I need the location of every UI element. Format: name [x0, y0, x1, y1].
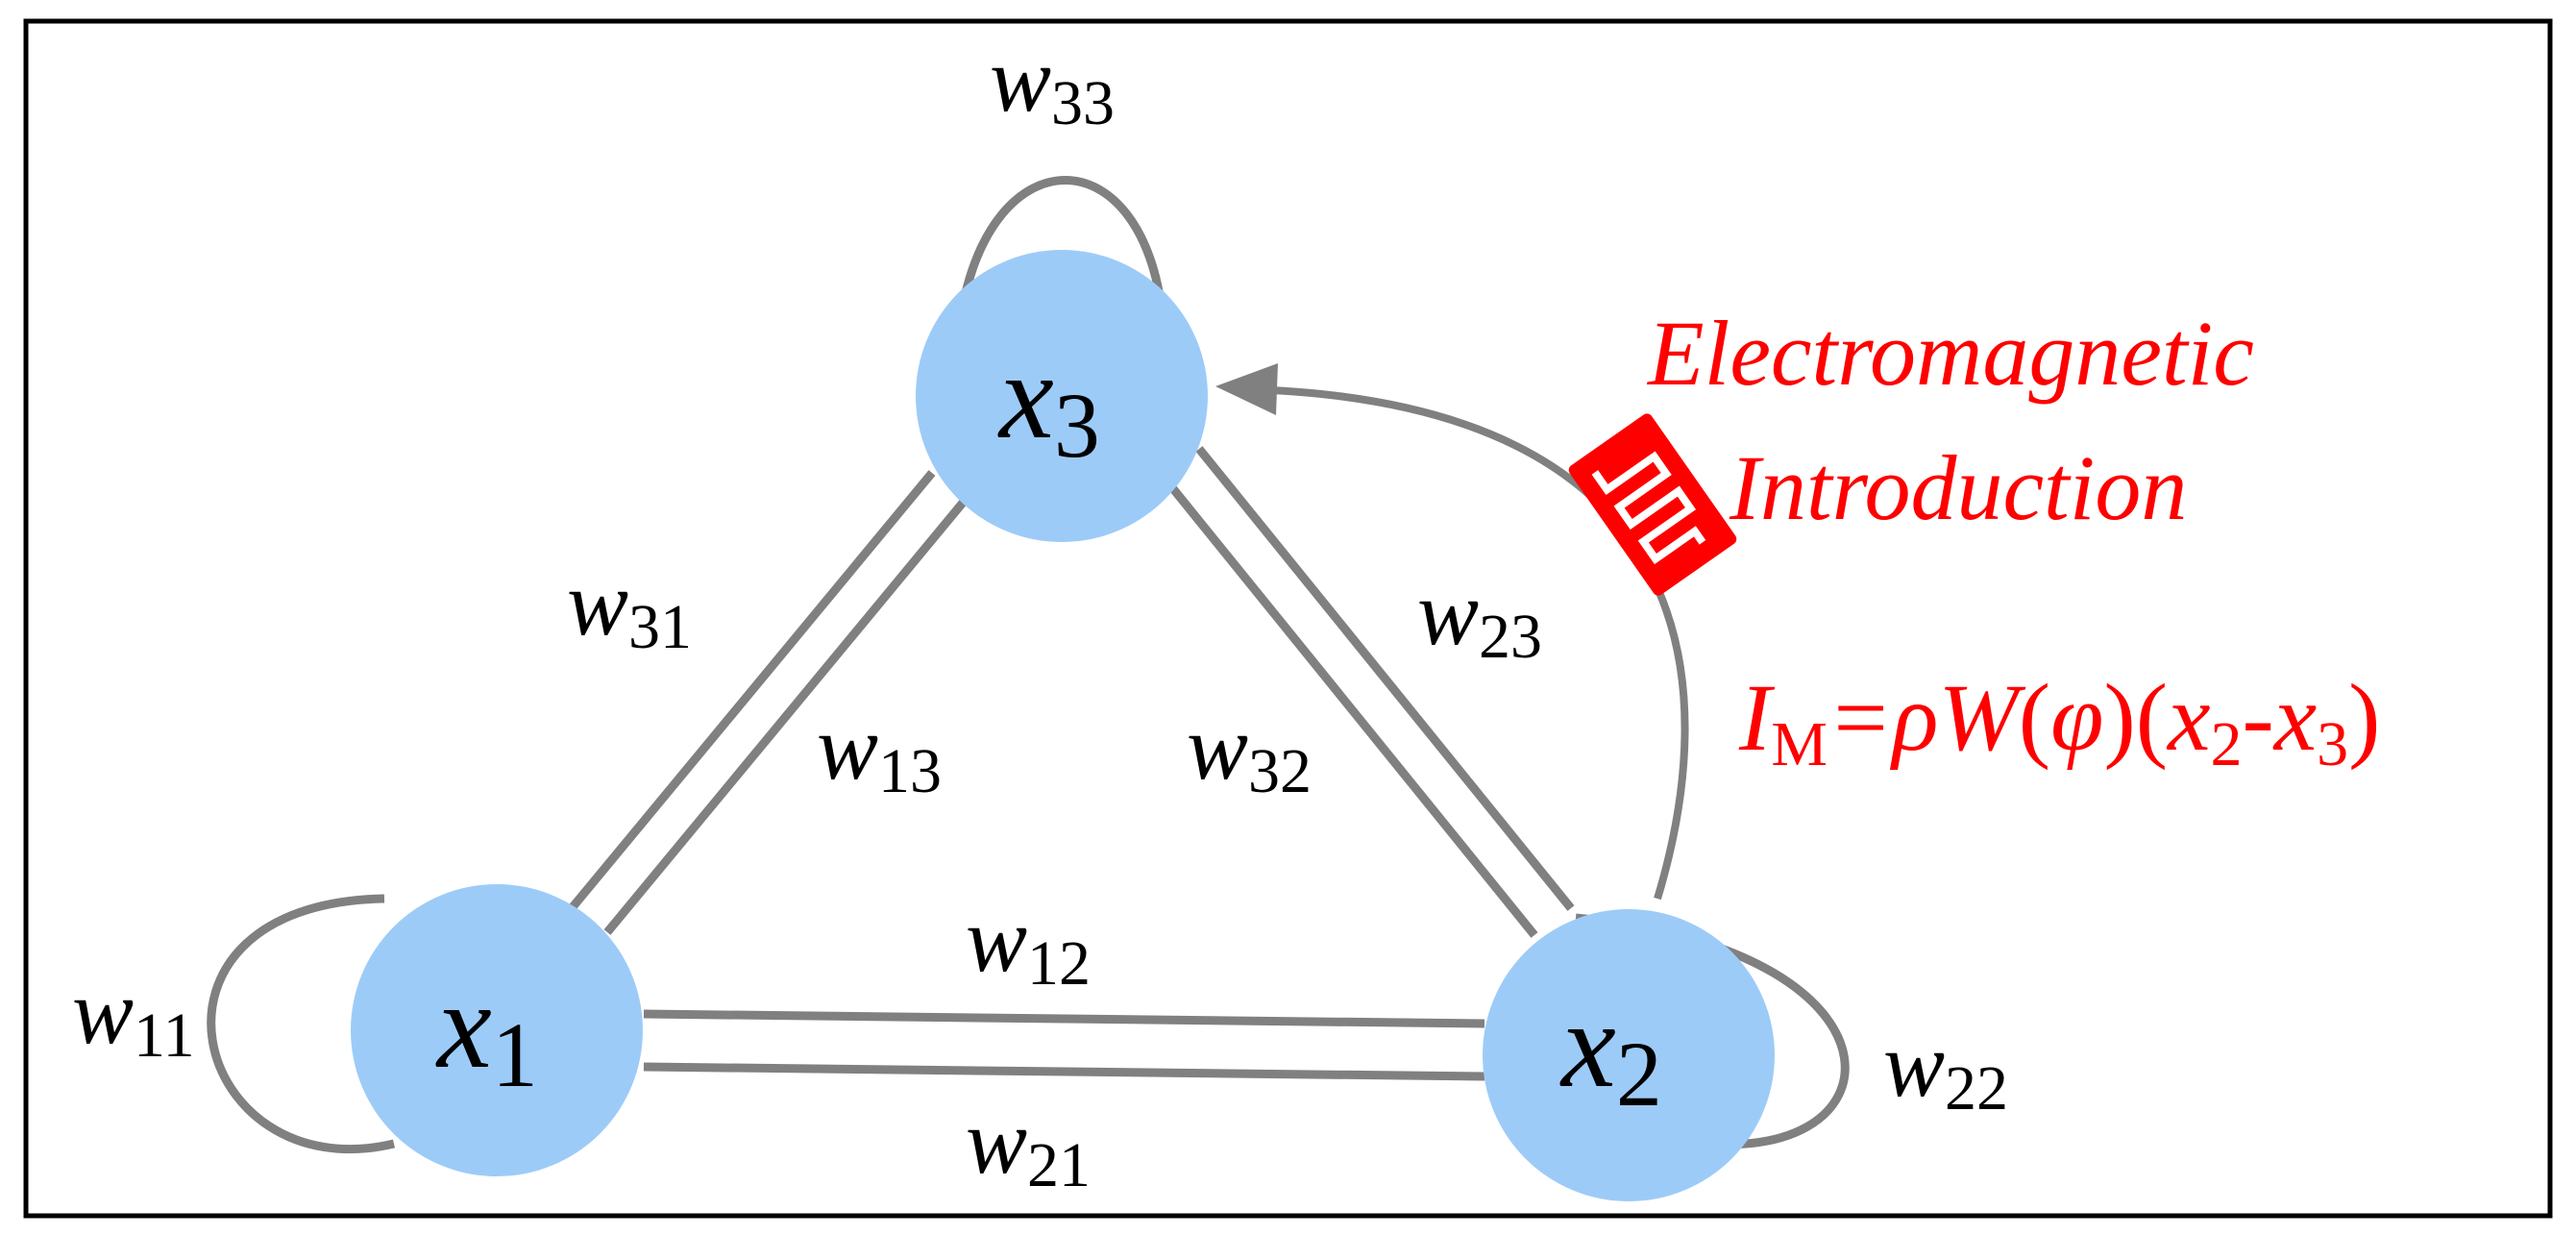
formula: IM=ρW(φ)(x2-x3): [1738, 664, 2380, 779]
arrowhead-icon: [1215, 363, 1278, 415]
inductor-coil-icon: [1568, 413, 1737, 596]
node-label-x3: x3: [997, 328, 1100, 477]
node-label-x1: x1: [435, 957, 538, 1106]
weight-label-w21: w21: [966, 1090, 1091, 1200]
weight-label-w32: w32: [1187, 696, 1312, 806]
edge-w23: [1195, 446, 1575, 911]
weight-label-w22: w22: [1883, 1013, 2008, 1124]
annotation-line-2: Introduction: [1729, 436, 2187, 539]
edge-w21: [643, 1062, 1485, 1081]
weight-label-w12: w12: [966, 888, 1091, 999]
node-x2: [1483, 909, 1775, 1201]
edge-w13: [603, 494, 971, 935]
edge-w31: [568, 470, 936, 911]
frame: [23, 18, 2553, 1219]
weight-label-w31: w31: [567, 552, 692, 662]
self-loop-x1: [207, 894, 396, 1154]
annotation-line-1: Electromagnetic: [1646, 302, 2254, 405]
node-label-x2: x2: [1559, 976, 1662, 1125]
edge-w32: [1159, 473, 1538, 938]
edge-w12: [643, 1009, 1485, 1028]
node-x1: [351, 884, 643, 1176]
weight-label-w11: w11: [72, 960, 195, 1071]
node-x3: [916, 250, 1208, 542]
weight-label-w23: w23: [1417, 561, 1542, 672]
weight-label-w13: w13: [817, 696, 942, 806]
weight-label-w33: w33: [990, 28, 1115, 138]
self-loop-x3: [956, 176, 1167, 318]
